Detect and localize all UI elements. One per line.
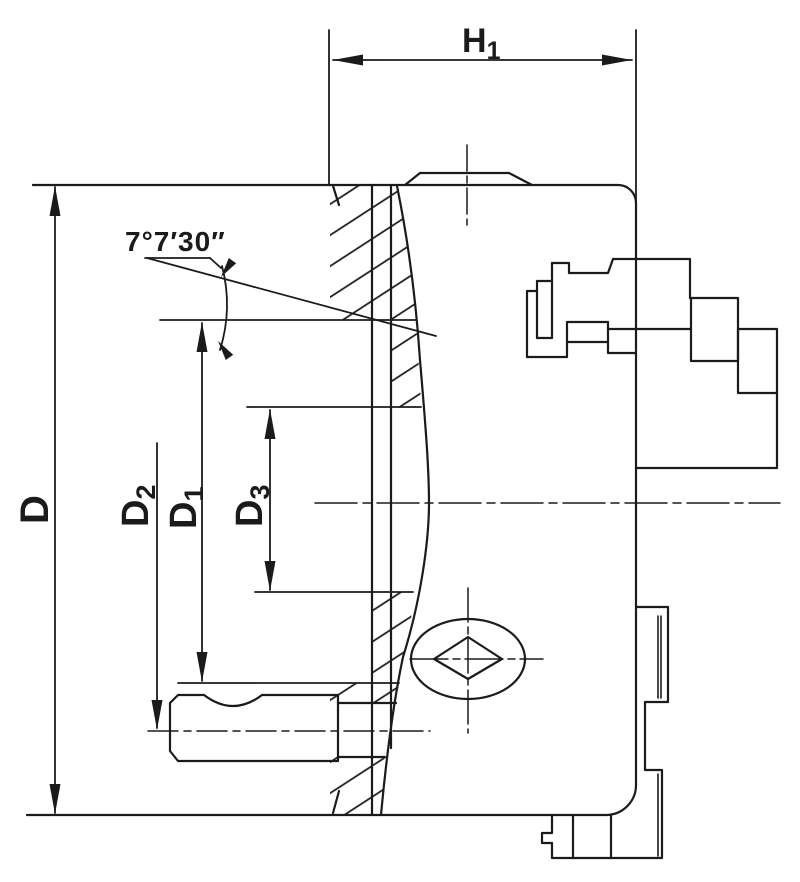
jaw-top-upper-profile — [550, 257, 692, 300]
angle-arc — [219, 265, 228, 351]
jaw-top-step-block-2 — [736, 327, 779, 395]
dimension-label-d3: D3 — [229, 485, 275, 527]
mounting-boss — [168, 693, 340, 763]
body-outline-group — [25, 29, 781, 860]
jaw-bottom-outline — [540, 605, 670, 860]
jaw-top — [525, 257, 779, 470]
jaw-top-base-step — [606, 340, 638, 355]
dimension-label-d2: D2 — [115, 485, 161, 527]
hatch-region-bottom-b — [330, 756, 385, 815]
dimension-label-d: D — [13, 495, 57, 524]
centerlines — [147, 144, 781, 734]
jaw-bottom — [540, 605, 670, 860]
angle-leader — [209, 257, 222, 269]
dimension-label-d1: D1 — [163, 487, 209, 529]
jaw-top-stair-outer — [525, 289, 539, 359]
dimension-labels: H1 D D2 D1 D3 7°7′30″ — [13, 22, 501, 529]
bottom-face-chamfer — [331, 789, 341, 815]
body-outer-edge — [25, 183, 638, 817]
angle-annotation — [144, 257, 437, 351]
jaw-top-tenon — [565, 320, 610, 344]
hatch-region-bottom-wedge — [372, 592, 414, 683]
hatch-region-top-wedge — [391, 322, 421, 407]
top-face-chamfer — [331, 184, 341, 207]
jaw-top-lower-step — [525, 340, 569, 359]
rear-screw-head — [403, 171, 534, 187]
jaw-top-stair-mid — [535, 261, 554, 340]
jaw-top-underside — [634, 391, 779, 470]
taper-reference-slant — [146, 257, 437, 337]
dimension-lines — [54, 59, 633, 814]
jaw-bottom-slot — [657, 615, 662, 857]
hatch-region-bottom-a — [330, 683, 399, 704]
dimension-label-h1: H1 — [462, 22, 501, 65]
mounting-boss-outline — [168, 693, 340, 763]
taper-angle-label: 7°7′30″ — [125, 226, 226, 257]
